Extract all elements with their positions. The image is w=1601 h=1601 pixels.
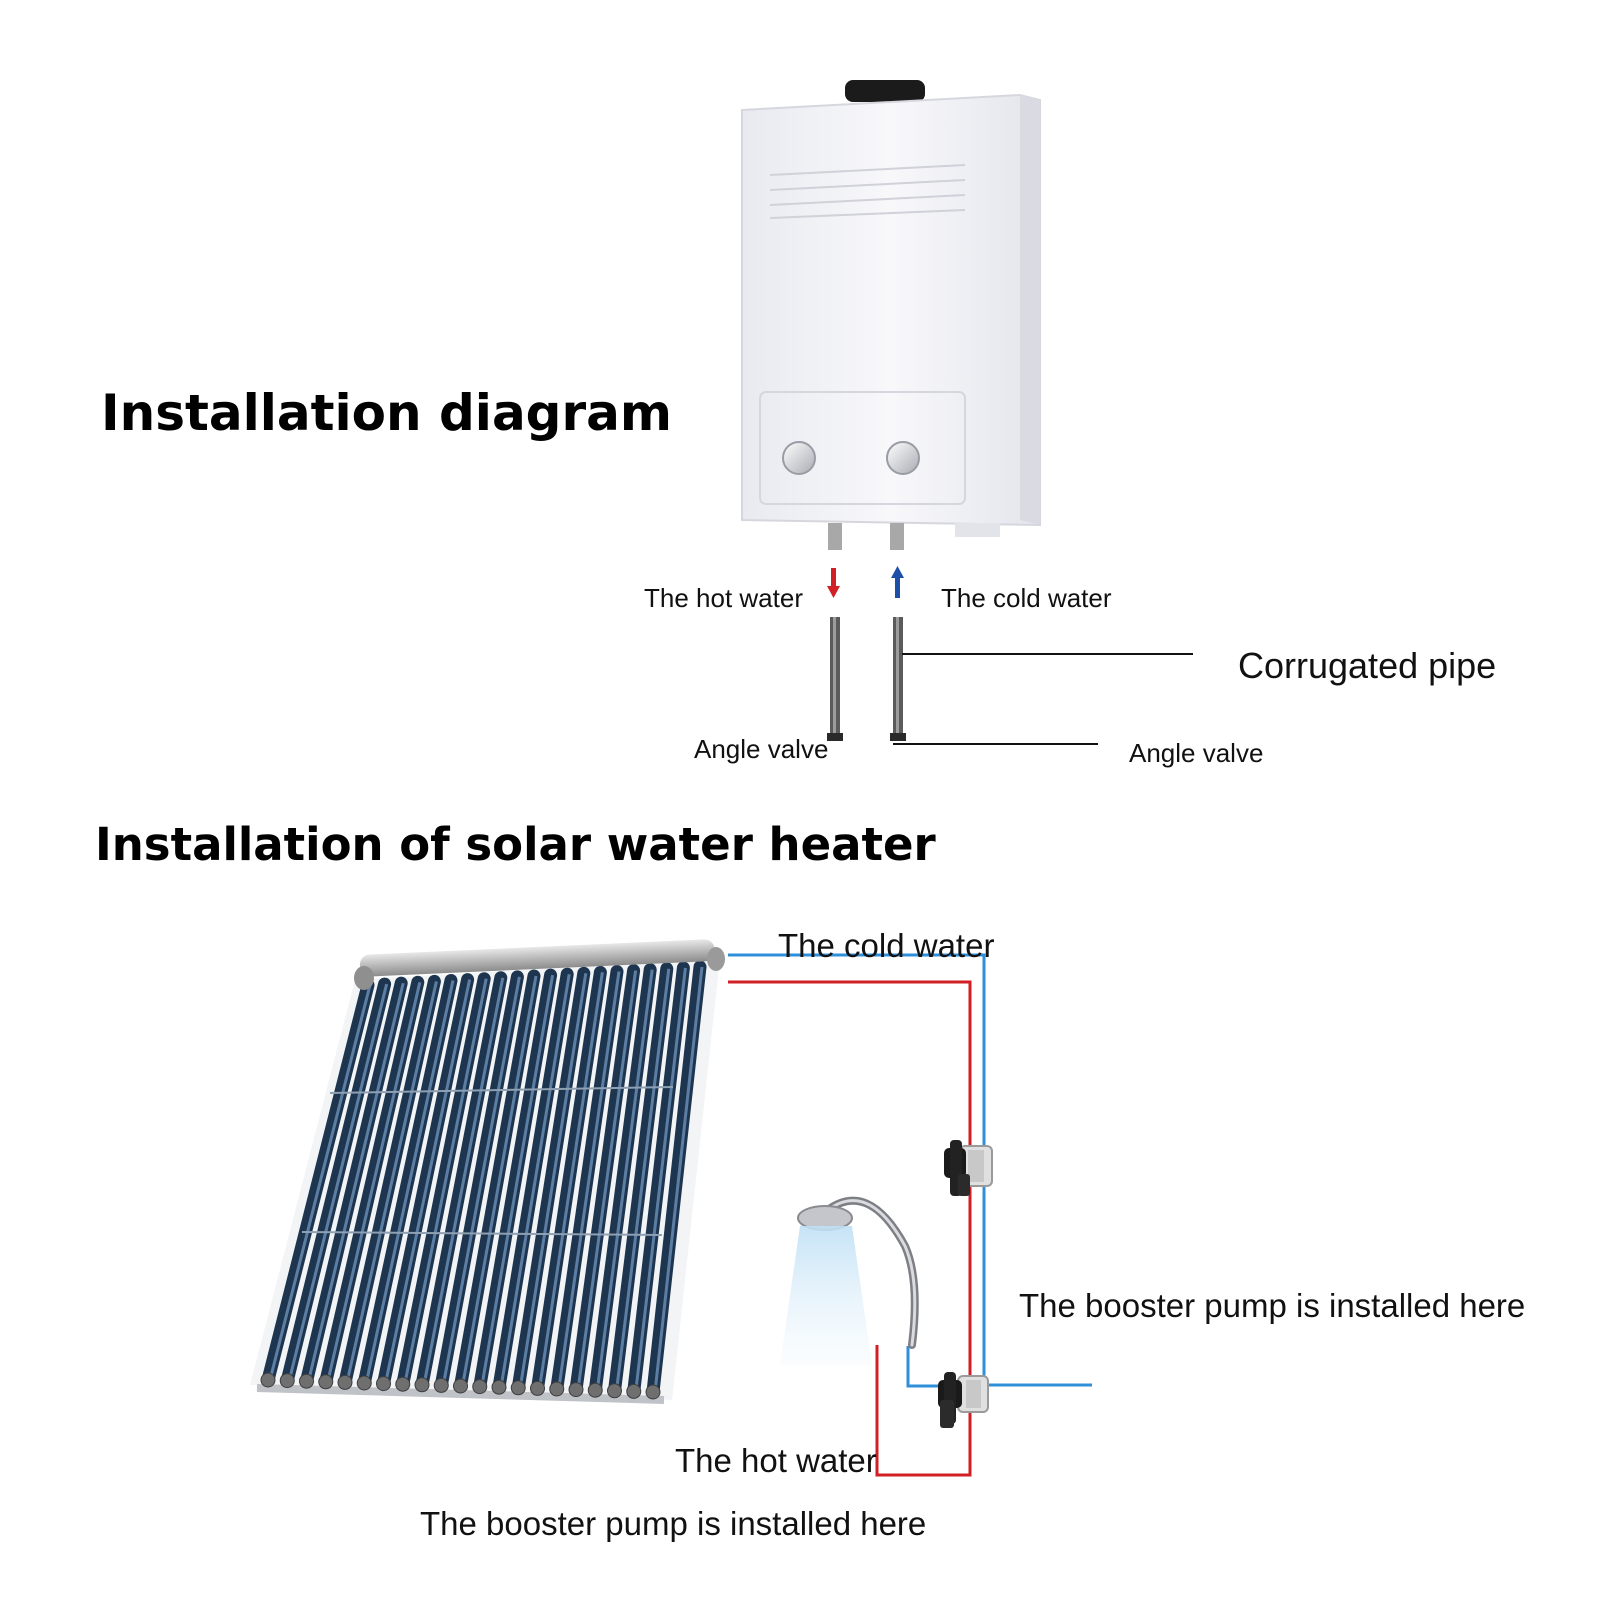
tube-cap [454, 1379, 468, 1393]
cold-arrow-icon [891, 566, 904, 598]
solar-installation-title: Installation of solar water heater [95, 818, 936, 871]
tube-cap [550, 1382, 564, 1396]
heater-flue [845, 80, 925, 102]
tube-cap [415, 1378, 429, 1392]
knob-left-icon [783, 442, 815, 474]
booster-pump-lower-icon [938, 1372, 988, 1428]
shower-head-icon [780, 1201, 915, 1365]
solar-collector [250, 939, 725, 1400]
installation-diagram-title: Installation diagram [101, 384, 672, 442]
tube-cap [319, 1375, 333, 1389]
tube-cap [608, 1384, 622, 1398]
tube-cap [569, 1383, 583, 1397]
water-heater [742, 80, 1040, 550]
pump-note-right-label: The booster pump is installed here [1019, 1287, 1525, 1325]
tube-cap [511, 1381, 525, 1395]
tube-cap [646, 1385, 660, 1399]
tube-cap [473, 1380, 487, 1394]
solar-cold-water-label: The cold water [778, 927, 994, 965]
tube-cap [531, 1381, 545, 1395]
tube-cap [280, 1374, 294, 1388]
top-cold-water-label: The cold water [941, 583, 1112, 614]
manifold-end-right [707, 947, 725, 971]
tube-cap [492, 1380, 506, 1394]
tube-cap [300, 1374, 314, 1388]
corrugated-pipe-label: Corrugated pipe [1238, 645, 1496, 687]
tube-cap [396, 1377, 410, 1391]
angle-valve-right-label: Angle valve [1129, 738, 1263, 769]
manifold-end-left [354, 966, 374, 990]
tube-cap [377, 1377, 391, 1391]
angle-valve-left-label: Angle valve [694, 734, 828, 765]
pump-note-bottom-label: The booster pump is installed here [420, 1505, 926, 1543]
solar-hot-water-label: The hot water [675, 1442, 877, 1480]
collector-tubes [268, 967, 702, 1392]
heater-bottom-tab [955, 523, 1000, 537]
tube-cap [627, 1384, 641, 1398]
tube-cap [261, 1373, 275, 1387]
top-hot-water-label: The hot water [644, 583, 803, 614]
heater-side [1020, 95, 1040, 525]
knob-right-icon [887, 442, 919, 474]
hot-outlet-stub [828, 523, 842, 550]
tube-cap [434, 1378, 448, 1392]
hot-arrow-icon [827, 568, 840, 598]
tube-cap [357, 1376, 371, 1390]
cold-inlet-stub [890, 523, 904, 550]
tube-cap [338, 1375, 352, 1389]
corrugated-hoses [827, 617, 906, 741]
tube-cap [588, 1383, 602, 1397]
